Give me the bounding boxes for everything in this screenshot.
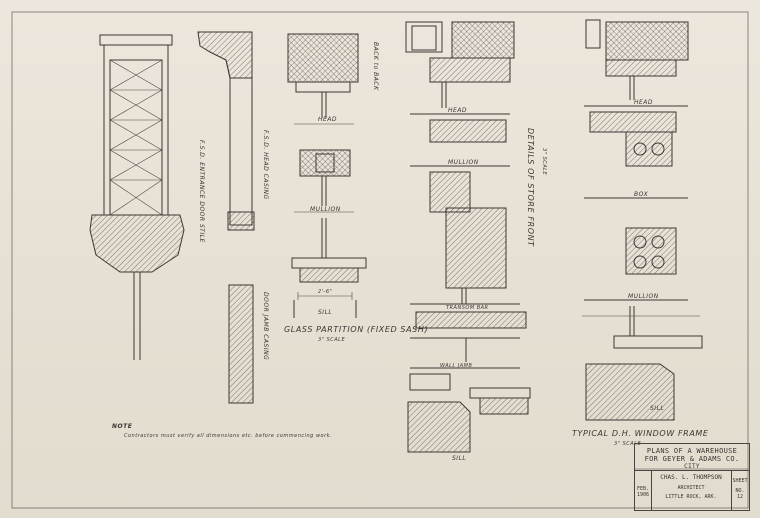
sheet-border bbox=[11, 11, 749, 509]
wall-jamb-label: WALL JAMB bbox=[440, 363, 473, 369]
title-architect-cell: CHAS. L. THOMPSON ARCHITECT LITTLE ROCK,… bbox=[651, 470, 732, 510]
sheet-number: NO. 12 bbox=[735, 488, 745, 500]
title-block-header: PLANS OF A WAREHOUSE FOR GEYER & ADAMS C… bbox=[635, 444, 749, 471]
typical-window-scale: 3" SCALE bbox=[614, 441, 642, 447]
title-date-cell: FEB. 1906 bbox=[635, 470, 652, 510]
entrance-door-label: F.S.D. ENTRANCE DOOR STILE bbox=[198, 140, 205, 243]
head-2-label: HEAD bbox=[448, 107, 468, 114]
typical-window-frame bbox=[582, 19, 703, 421]
head-casing bbox=[197, 31, 255, 231]
door-jamb-casing bbox=[228, 284, 254, 404]
mullion-1-label: MULLION bbox=[310, 206, 341, 213]
note-text: Contractors must verify all dimensions e… bbox=[124, 433, 333, 439]
vertical-note: BACK to BACK bbox=[372, 42, 379, 91]
store-front-scale: 3" SCALE bbox=[541, 148, 547, 176]
project-title-line-1: PLANS OF A WAREHOUSE bbox=[646, 447, 738, 455]
title-block: PLANS OF A WAREHOUSE FOR GEYER & ADAMS C… bbox=[634, 443, 750, 511]
project-title-line-3: CITY bbox=[684, 463, 700, 470]
architect-name: CHAS. L. THOMPSON bbox=[660, 474, 722, 481]
architect-role: ARCHITECT bbox=[677, 485, 705, 491]
glass-partition-scale: 3" SCALE bbox=[318, 337, 346, 343]
title-sheet-cell: SHEET NO. 12 bbox=[731, 470, 749, 510]
project-title-line-2: FOR GEYER & ADAMS CO. bbox=[644, 455, 740, 463]
door-jamb-label: DOOR JAMB CASING bbox=[262, 292, 269, 361]
sill-1-label: SILL bbox=[318, 309, 333, 316]
note-title: NOTE bbox=[112, 423, 133, 430]
mullion-3-label: MULLION bbox=[628, 293, 659, 300]
glass-partition-caption: GLASS PARTITION (FIXED SASH) bbox=[284, 325, 429, 334]
transom-bar-label: TRANSOM BAR bbox=[446, 305, 489, 311]
store-front-caption: DETAILS OF STORE FRONT bbox=[526, 128, 535, 247]
dimension-1: 2'-6" bbox=[318, 289, 333, 295]
store-front-details bbox=[405, 21, 531, 453]
entrance-door-stile bbox=[89, 34, 185, 360]
typical-window-caption: TYPICAL D.H. WINDOW FRAME bbox=[572, 429, 709, 438]
sheet-label: SHEET bbox=[732, 478, 748, 484]
sill-2-label: SILL bbox=[452, 455, 467, 462]
architect-city: LITTLE ROCK, ARK. bbox=[665, 494, 717, 500]
title-date: FEB. 1906 bbox=[636, 486, 650, 498]
head-casing-label: F.S.D. HEAD CASING bbox=[262, 130, 269, 200]
box-label: BOX bbox=[634, 191, 649, 198]
head-3-label: HEAD bbox=[634, 99, 654, 106]
head-1-label: HEAD bbox=[318, 116, 338, 123]
glass-partition-section bbox=[287, 33, 367, 318]
mullion-2-label: MULLION bbox=[448, 159, 479, 166]
sill-3-label: SILL bbox=[650, 405, 665, 412]
